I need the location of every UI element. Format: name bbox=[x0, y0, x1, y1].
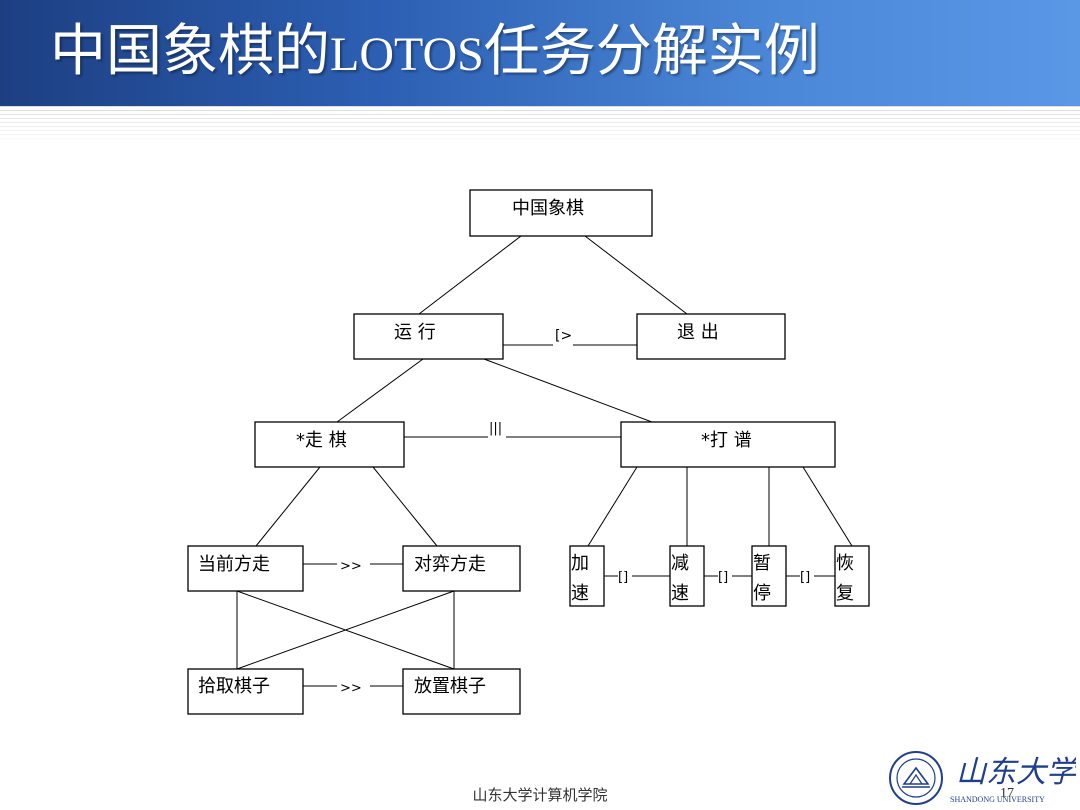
label-walk: *走 棋 bbox=[296, 430, 347, 451]
box-decel bbox=[669, 545, 705, 607]
box-place-piece bbox=[402, 668, 521, 715]
footer-institution: 山东大学计算机学院 bbox=[472, 786, 608, 804]
edge-walk-current bbox=[255, 466, 321, 547]
label-place-piece: 放置棋子 bbox=[414, 676, 486, 697]
label-opponent-move: 对弈方走 bbox=[414, 554, 486, 575]
box-run bbox=[353, 313, 504, 360]
task-boxes bbox=[187, 189, 870, 715]
label-decel-2: 速 bbox=[671, 583, 689, 604]
edge-record-resume bbox=[802, 466, 853, 547]
box-pick-piece bbox=[187, 668, 304, 715]
diagram-labels: 中国象棋 运 行 退 出 [> *走 棋 *打 谱 ||| 当前方走 对弈方走 … bbox=[198, 198, 854, 697]
box-accel bbox=[569, 545, 605, 607]
label-resume-2: 复 bbox=[836, 583, 854, 604]
edge-walk-opponent bbox=[372, 466, 438, 547]
label-quit: 退 出 bbox=[677, 322, 719, 343]
edge-record-accel bbox=[587, 466, 638, 547]
box-walk bbox=[254, 421, 405, 468]
label-accel-2: 速 bbox=[571, 583, 589, 604]
label-current-move: 当前方走 bbox=[198, 554, 270, 575]
label-accel-1: 加 bbox=[571, 553, 589, 574]
box-root bbox=[469, 189, 653, 237]
box-record bbox=[620, 421, 836, 468]
box-current-move bbox=[187, 545, 304, 592]
title-part-2: 任务分解实例 bbox=[483, 19, 820, 84]
label-op-disable: [> bbox=[555, 328, 572, 344]
label-op-choice-1: [] bbox=[618, 570, 628, 585]
label-op-enable-1: >> bbox=[340, 559, 362, 574]
label-root: 中国象棋 bbox=[512, 198, 584, 219]
title-part-latin: LOTOS bbox=[330, 28, 484, 81]
page-number: 17 bbox=[1000, 786, 1014, 801]
label-resume-1: 恢 bbox=[836, 553, 854, 574]
edge-run-walk bbox=[336, 358, 424, 423]
label-op-enable-2: >> bbox=[340, 681, 362, 696]
logo-english: SHANDONG UNIVERSITY bbox=[950, 795, 1045, 804]
box-opponent-move bbox=[402, 545, 521, 592]
logo-calligraphy: 山东大学 bbox=[956, 755, 1076, 790]
label-decel-1: 减 bbox=[671, 553, 689, 574]
university-logo: 山东大学 SHANDONG UNIVERSITY bbox=[889, 751, 1076, 805]
box-resume bbox=[834, 545, 870, 607]
box-pause bbox=[751, 545, 787, 607]
label-pick-piece: 拾取棋子 bbox=[198, 676, 270, 697]
label-op-choice-2: [] bbox=[718, 570, 728, 585]
edge-run-record bbox=[483, 358, 653, 423]
title-bar: 中国象棋的LOTOS任务分解实例 bbox=[0, 0, 1080, 106]
label-run: 运 行 bbox=[394, 322, 436, 343]
box-quit bbox=[636, 313, 786, 360]
edge-opponent-pick bbox=[236, 590, 455, 670]
slide-title: 中国象棋的LOTOS任务分解实例 bbox=[50, 16, 820, 91]
label-op-interleave: ||| bbox=[489, 421, 502, 436]
label-pause-1: 暂 bbox=[753, 553, 771, 574]
title-part-1: 中国象棋的 bbox=[50, 19, 330, 84]
label-pause-2: 停 bbox=[753, 583, 771, 604]
label-op-choice-3: [] bbox=[800, 570, 810, 585]
edge-root-quit bbox=[584, 235, 688, 315]
connector-lines bbox=[236, 235, 853, 687]
label-record: *打 谱 bbox=[701, 430, 752, 451]
header-stripes-fade bbox=[0, 106, 1080, 146]
edge-root-run bbox=[418, 235, 522, 315]
university-seal-icon bbox=[889, 751, 943, 805]
